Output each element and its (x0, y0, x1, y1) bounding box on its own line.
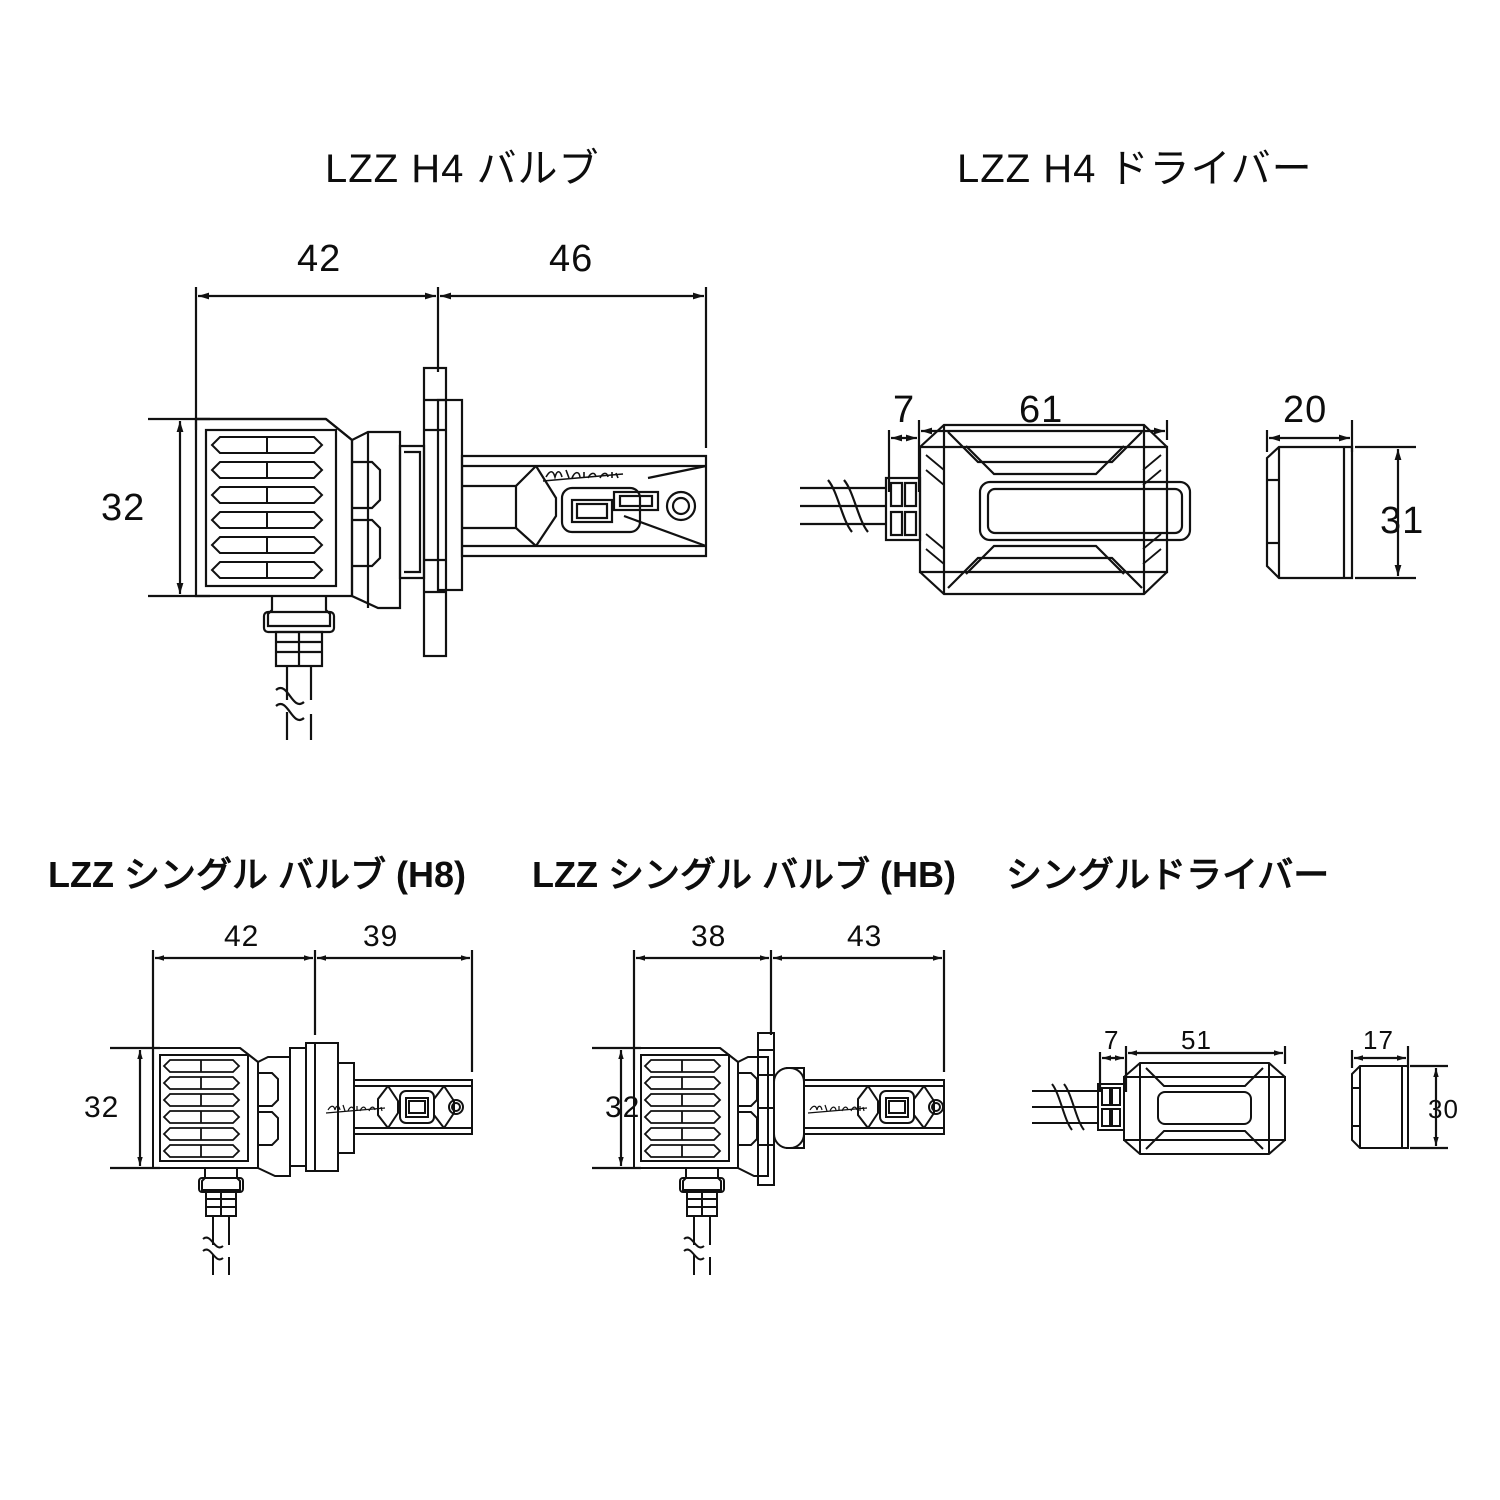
title-lzz-h4-bulb: LZZ H4 バルブ (325, 147, 600, 191)
dim-hb-43: 43 (847, 920, 883, 953)
dim-h4-driver-31: 31 (1380, 500, 1425, 542)
single-driver-side-view-drawing (1351, 1065, 1409, 1149)
dim-sd-7: 7 (1104, 1025, 1120, 1055)
single-driver-dimension-lines (1098, 1046, 1287, 1092)
h4-driver-side-view-dimension-lines (1265, 420, 1416, 580)
dim-h8-32: 32 (84, 1091, 120, 1124)
single-driver-drawing (1032, 1062, 1286, 1155)
dim-sd-30: 30 (1428, 1094, 1459, 1124)
title-single-driver: シングルドライバー (1006, 854, 1330, 895)
valenti-logo-mark (807, 1104, 868, 1114)
title-lzz-single-bulb-hb: LZZ シングル バルブ (HB) (532, 854, 956, 895)
h8-bulb-drawing (152, 1042, 473, 1275)
dim-h4-driver-20: 20 (1283, 389, 1328, 431)
title-lzz-single-bulb-h8: LZZ シングル バルブ (H8) (48, 854, 466, 895)
dim-sd-51: 51 (1181, 1025, 1212, 1055)
hb-bulb-dimension-lines (592, 950, 946, 1170)
dim-sd-17: 17 (1363, 1025, 1394, 1055)
h4-driver-drawing (800, 423, 1192, 596)
h8-bulb-dimension-lines (110, 950, 474, 1170)
dim-hb-38: 38 (691, 920, 727, 953)
dim-h4-bulb-32: 32 (101, 487, 146, 529)
single-driver-side-view-dimension-lines (1350, 1046, 1448, 1150)
h4-bulb-dimension-lines (148, 287, 708, 598)
h4-driver-side-view-drawing (1265, 445, 1354, 580)
dim-h4-bulb-42: 42 (297, 238, 342, 280)
hb-bulb-drawing (633, 1032, 945, 1275)
dim-h4-driver-7: 7 (893, 389, 916, 431)
valenti-logo-mark (325, 1104, 386, 1114)
h4-bulb-drawing (194, 366, 708, 740)
valenti-logo-mark (542, 469, 624, 482)
title-lzz-h4-driver: LZZ H4 ドライバー (957, 147, 1313, 191)
dim-h4-bulb-46: 46 (549, 238, 594, 280)
dim-h8-39: 39 (363, 920, 399, 953)
dim-h8-42: 42 (224, 920, 260, 953)
